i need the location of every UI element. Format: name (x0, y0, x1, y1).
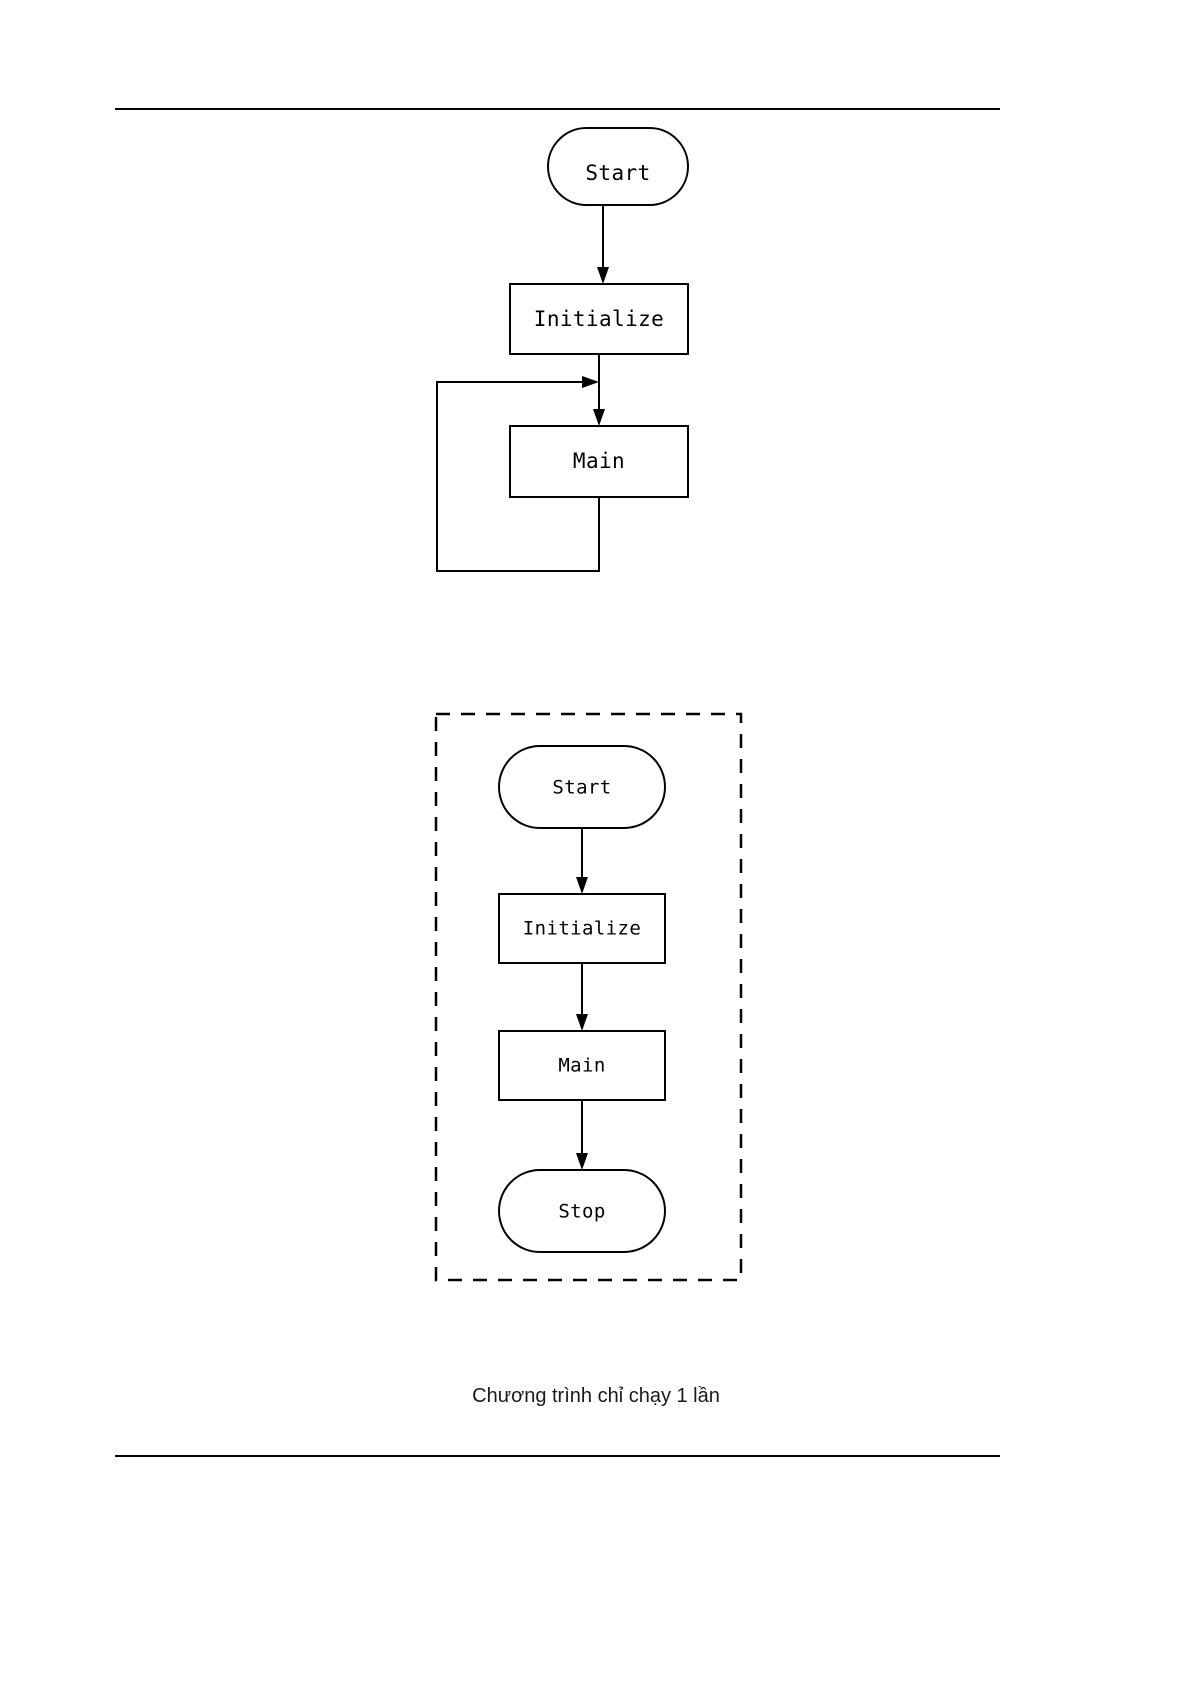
figure-run-once-program: Start Initialize Main Stop (400, 690, 800, 1420)
node-initialize-label: Initialize (523, 918, 641, 940)
arrowhead-start-to-initialize (576, 877, 588, 894)
arrowhead-loop-merge (582, 376, 599, 388)
node-initialize-shape (498, 893, 666, 964)
node-main-shape (509, 425, 689, 498)
edge-loop-back-path (436, 381, 600, 572)
footer-rule (115, 1455, 1000, 1457)
arrowhead-main-to-stop (576, 1153, 588, 1170)
node-start-label: Start (585, 161, 650, 185)
page-edge-text-sliver (880, 1678, 1192, 1684)
node-main-label: Main (573, 449, 625, 473)
figure-loop-program: Start Initialize Main (400, 110, 800, 610)
arrowhead-start-to-initialize (597, 267, 609, 284)
node-main-label: Main (558, 1055, 605, 1077)
figure-caption: Chương trình chỉ chạy 1 lần (472, 1385, 720, 1407)
arrowhead-merge-to-main (593, 409, 605, 426)
node-start-shape (547, 127, 689, 206)
header-rule (115, 108, 1000, 110)
node-start-label: Start (552, 777, 611, 799)
node-initialize-shape (509, 283, 689, 355)
node-initialize-label: Initialize (534, 307, 664, 331)
group-dashed-boundary (434, 712, 743, 1282)
node-stop-shape (498, 1169, 666, 1253)
arrowhead-initialize-to-main (576, 1014, 588, 1031)
node-stop-label: Stop (558, 1201, 605, 1223)
